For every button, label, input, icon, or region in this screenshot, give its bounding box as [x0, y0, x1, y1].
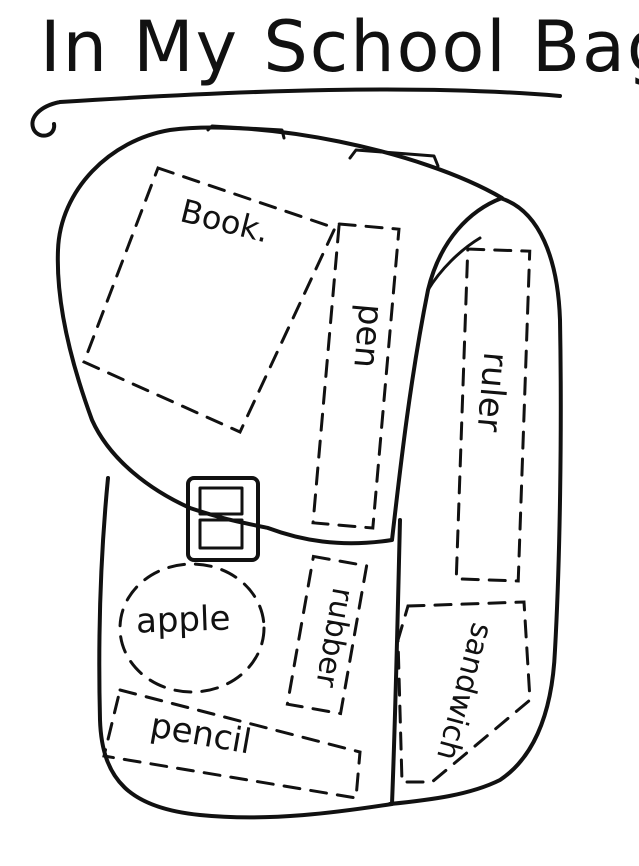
side-seam: [426, 236, 482, 292]
apple-outline: [118, 562, 266, 694]
ruler-outline: [454, 247, 532, 583]
book-outline: [82, 166, 338, 434]
pen-outline: [311, 222, 401, 530]
rubber-outline: [285, 554, 369, 716]
bag-side: [388, 196, 563, 806]
sandwich-outline: [396, 600, 532, 784]
pen-label: pen: [345, 302, 391, 370]
apple-label: apple: [135, 598, 232, 642]
buckle-top: [198, 486, 244, 516]
ruler-label: ruler: [468, 350, 516, 434]
buckle-bottom: [198, 518, 244, 550]
page-title: In My School Bag: [40, 6, 639, 88]
buckle-outer: [186, 476, 260, 562]
bag-flap: [55, 125, 504, 546]
bag-body: [97, 476, 402, 820]
title-underline: [30, 87, 562, 138]
pencil-outline: [102, 688, 362, 800]
